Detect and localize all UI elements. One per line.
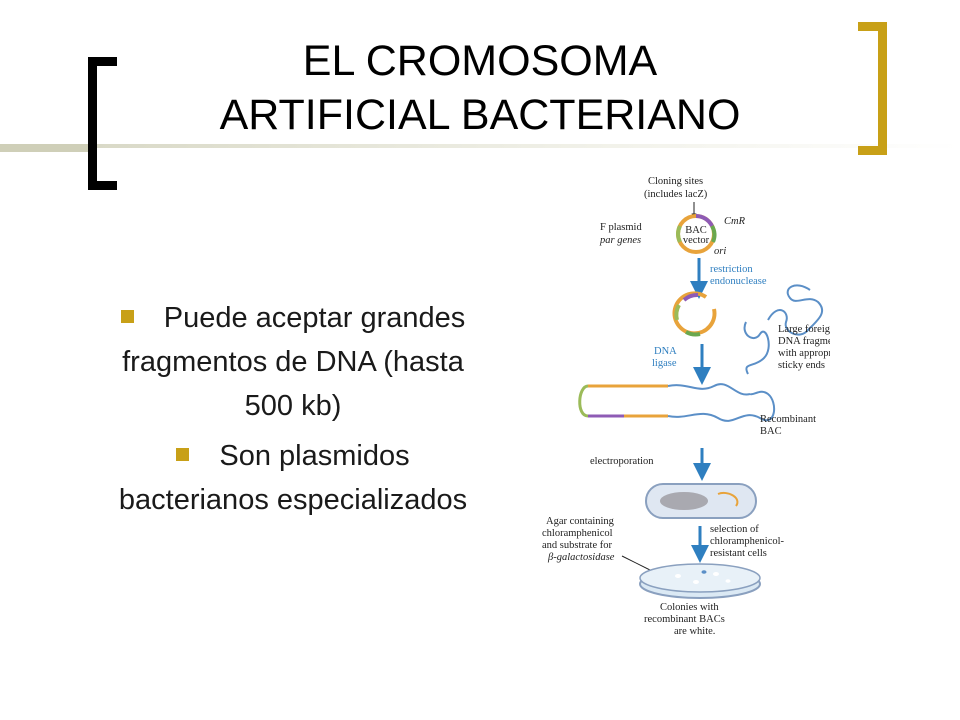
right-bracket-decoration [858, 22, 887, 155]
bac-label: BAC [685, 225, 707, 236]
title-underline-left [0, 144, 96, 152]
title-underline-right [96, 144, 960, 148]
colonies-label: Colonies with [660, 602, 719, 613]
slide-title: EL CROMOSOMA ARTIFICIAL BACTERIANO [110, 34, 850, 142]
foreign-dna-strand [743, 321, 770, 375]
cm-r-label: CmR [724, 216, 746, 227]
colonies-sublabel: recombinant BACs [644, 614, 725, 625]
bullet-text: Son plasmidos bacterianos especializados [118, 440, 468, 516]
selection-label: selection of [710, 524, 759, 535]
dna-ligase-label: DNA [654, 346, 677, 357]
par-genes-label: par genes [599, 235, 641, 246]
selection-sublabel: resistant cells [710, 548, 767, 559]
agar-label: Agar containing [546, 516, 615, 527]
cut-plasmid [672, 291, 717, 337]
endonuclease-label: endonuclease [710, 276, 767, 287]
agar-sublabel: chloramphenicol [542, 528, 613, 539]
ori-label: ori [714, 246, 726, 257]
recombinant-bac [578, 383, 776, 422]
bac-vector-plasmid: BAC vector [676, 214, 717, 254]
bac-diagram-svg: Cloning sites (includes lacZ) BAC vector… [542, 176, 830, 637]
bullet-item: Puede aceptar grandes fragmentos de DNA … [98, 296, 488, 428]
recombinant-bac-label: Recombinant [760, 414, 816, 425]
left-bracket-decoration [88, 57, 117, 190]
foreign-dna-strand [767, 284, 824, 336]
foreign-dna-sublabel: DNA fragment [778, 336, 830, 347]
agar-sublabel: and substrate for [542, 540, 612, 551]
foreign-dna-label: Large foreign [778, 324, 830, 335]
restriction-label: restriction [710, 264, 753, 275]
square-bullet-icon [120, 309, 134, 323]
bacterial-cell [645, 483, 757, 519]
foreign-dna-sublabel: sticky ends [778, 360, 825, 371]
f-plasmid-label: F plasmid [600, 222, 642, 233]
agar-pointer [621, 555, 655, 573]
electroporation-label: electroporation [590, 456, 654, 467]
cloning-sites-sublabel: (includes lacZ) [644, 189, 708, 200]
cloning-sites-label: Cloning sites [648, 176, 703, 187]
bullet-text: Puede aceptar grandes fragmentos de DNA … [122, 302, 466, 422]
bac-cloning-diagram: Cloning sites (includes lacZ) BAC vector… [528, 172, 830, 652]
bullet-item: Son plasmidos bacterianos especializados [98, 434, 488, 522]
selection-sublabel: chloramphenicol- [710, 536, 785, 547]
recombinant-bac-sublabel: BAC [760, 426, 782, 437]
petri-dish [639, 563, 761, 599]
square-bullet-icon [176, 447, 190, 461]
colonies-sublabel: are white. [674, 626, 715, 637]
agar-sublabel: β-galactosidase [547, 552, 615, 563]
dna-ligase-sublabel: ligase [652, 358, 677, 369]
bullet-list: Puede aceptar grandes fragmentos de DNA … [98, 296, 488, 528]
foreign-dna-sublabel: with appropriate [778, 348, 830, 359]
slide-title-line2: ARTIFICIAL BACTERIANO [219, 91, 741, 139]
slide-title-line1: EL CROMOSOMA [302, 37, 658, 85]
vector-label: vector [683, 235, 710, 246]
